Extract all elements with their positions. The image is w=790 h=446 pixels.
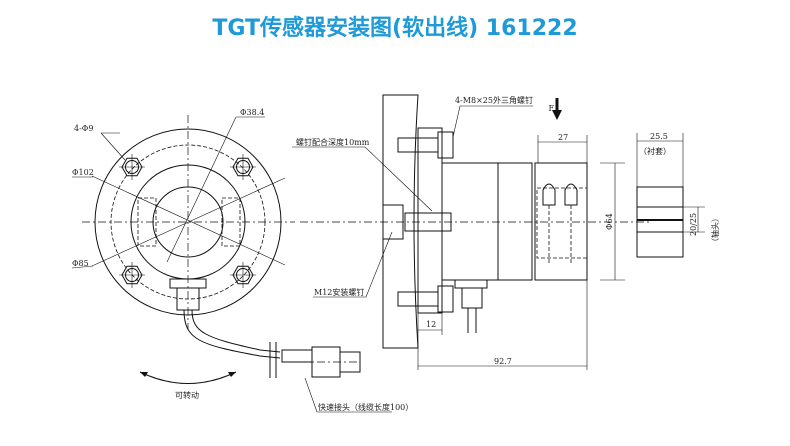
rotatable-label: 可转动 <box>175 390 199 400</box>
diameter-85-label: Φ85 <box>72 259 89 268</box>
diameter-102-label: Φ102 <box>72 168 94 177</box>
bolt-icon <box>229 261 257 289</box>
dimension-12: 12 <box>426 320 436 329</box>
connector-label: 快速接头（线缆长度100） <box>318 402 413 412</box>
shaft-label: （轴头） <box>710 214 720 246</box>
sleeve-label: （衬套） <box>639 146 671 156</box>
page-title: TGT传感器安装图(软出线) 161222 <box>212 16 578 41</box>
bolt-hole-label: 4-Φ9 <box>74 124 93 133</box>
screw-label: 4-M8×25外三角螺钉 <box>455 95 533 105</box>
dimension-64: Φ64 <box>605 213 614 230</box>
sleeve-view: 25.5 （衬套） 20/25 （轴头） <box>636 132 720 258</box>
side-view: 4-M8×25外三角螺钉 螺钉配合深度10mm M12安装螺钉 快速接头（线缆长… <box>292 94 650 413</box>
m12-screw-label: M12安装螺钉 <box>314 287 364 297</box>
front-view: 4-Φ9 Φ38.4 Φ102 Φ85 可转动 <box>71 108 361 400</box>
screw-depth-label: 螺钉配合深度10mm <box>296 137 370 147</box>
dimension-92-7: 92.7 <box>494 357 512 366</box>
shaft-dimension: 20/25 <box>689 213 698 236</box>
sleeve-dimension: 25.5 <box>650 132 668 141</box>
bolt-icon <box>229 153 257 181</box>
force-label: F <box>548 104 554 113</box>
bolt-icon <box>118 261 146 289</box>
diameter-38-label: Φ38.4 <box>240 108 264 117</box>
dimension-27: 27 <box>558 133 568 142</box>
